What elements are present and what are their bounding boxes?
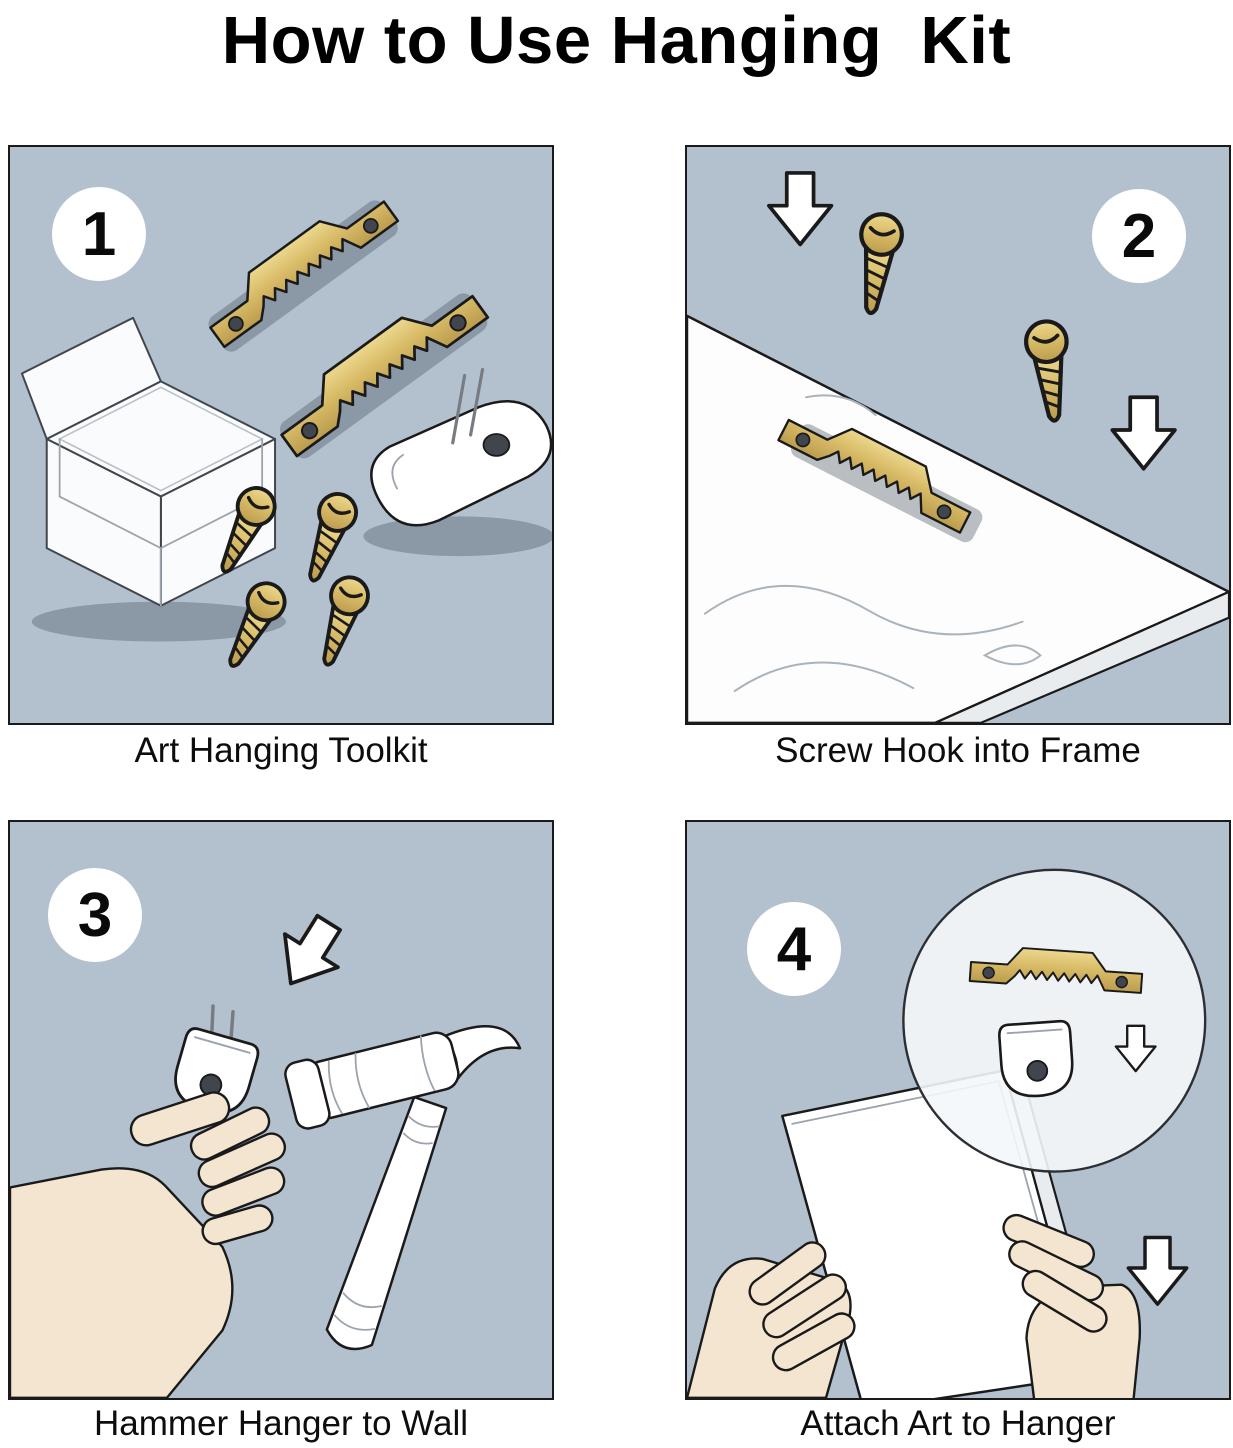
hammer-head (284, 1025, 522, 1130)
step-1-panel: 1 (8, 145, 554, 725)
hammer-handle (325, 1095, 448, 1351)
step-1-illustration (20, 182, 552, 677)
thumb (129, 1091, 231, 1147)
left-hand (687, 1241, 856, 1398)
right-hand (1002, 1213, 1142, 1398)
step-3-panel: 3 (8, 820, 554, 1400)
step-4-caption: Attach Art to Hanger (800, 1404, 1116, 1443)
step-3-caption: Hammer Hanger to Wall (93, 1404, 469, 1443)
step-2-caption: Screw Hook into Frame (775, 731, 1141, 770)
step-4-panel: 4 (685, 820, 1231, 1400)
step-1-badge: 1 (52, 187, 146, 281)
step-4-illustration (687, 868, 1207, 1398)
arrow-down-icon (262, 904, 358, 1002)
arrow-down-icon (767, 171, 834, 247)
step-2-illustration (687, 171, 1229, 723)
wall-hanger-flat (370, 367, 552, 527)
storage-box (20, 316, 277, 607)
screw (850, 212, 904, 316)
step-3-badge: 3 (48, 868, 142, 962)
screw (293, 486, 364, 589)
step-3-illustration (10, 904, 522, 1398)
page-title: How to Use Hanging Kit (221, 3, 1012, 78)
magnifier-detail (902, 868, 1207, 1173)
step-1-caption: Art Hanging Toolkit (134, 731, 428, 770)
arrow-down-icon (1110, 395, 1177, 471)
arrow-down-icon (1126, 1235, 1189, 1306)
step-2-panel: 2 (685, 145, 1231, 725)
screw (307, 570, 375, 673)
hammer (284, 1025, 522, 1351)
hand-holding-hanger (10, 1001, 287, 1398)
screw (1024, 319, 1075, 422)
step-2-badge: 2 (1092, 189, 1186, 283)
wall-hanger (997, 1019, 1076, 1100)
step-4-badge: 4 (747, 902, 841, 996)
